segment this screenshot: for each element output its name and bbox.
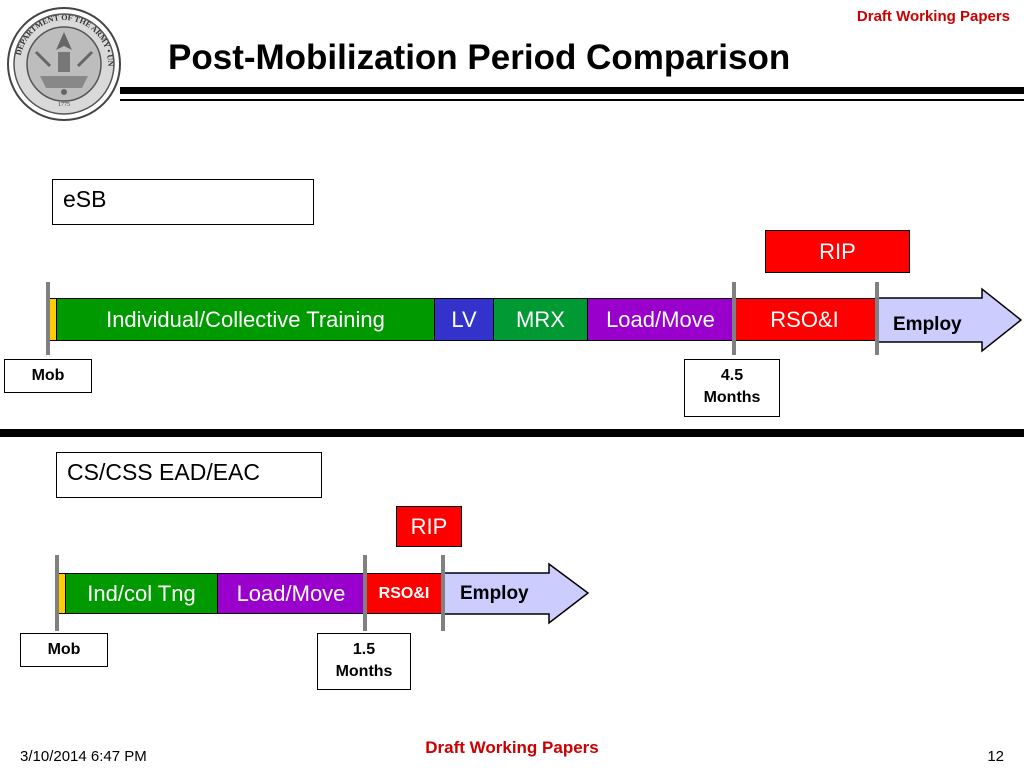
draft-label-top: Draft Working Papers bbox=[856, 8, 1010, 25]
cs-tick-mob bbox=[55, 555, 59, 631]
esb-label-box: eSB bbox=[52, 179, 314, 225]
esb-training-segment: Individual/Collective Training bbox=[57, 298, 434, 341]
cs-mob-label: Mob bbox=[20, 633, 108, 667]
footer-date: 3/10/2014 6:47 PM bbox=[20, 748, 147, 765]
cs-employ-arrow bbox=[443, 562, 590, 625]
page-title: Post-Mobilization Period Comparison bbox=[168, 38, 791, 77]
esb-mob-label: Mob bbox=[4, 359, 92, 393]
cs-tick-milestone bbox=[363, 555, 367, 631]
esb-milestone-label: 4.5 Months bbox=[684, 359, 780, 417]
cs-rsoi-segment: RSO&I bbox=[364, 573, 444, 614]
draft-label-bottom: Draft Working Papers bbox=[425, 738, 599, 757]
page-number: 12 bbox=[987, 748, 1004, 765]
cs-rip-box: RIP bbox=[396, 506, 462, 547]
cs-training-segment: Ind/col Tng bbox=[66, 573, 217, 614]
cs-label-box: CS/CSS EAD/EAC bbox=[56, 452, 322, 498]
army-seal-logo: DEPARTMENT OF THE ARMY • UNITED STATES O… bbox=[6, 6, 121, 121]
esb-tick-employ bbox=[875, 282, 879, 355]
esb-lv-segment: LV bbox=[434, 298, 493, 341]
seal-year: 1775 bbox=[58, 102, 70, 108]
section-divider bbox=[0, 429, 1024, 437]
esb-tick-milestone bbox=[732, 282, 736, 355]
esb-load-move-segment: Load/Move bbox=[587, 298, 733, 341]
cs-milestone-label: 1.5 Months bbox=[317, 633, 411, 690]
header-rule-thin bbox=[120, 99, 1024, 101]
cs-load-move-segment: Load/Move bbox=[217, 573, 364, 614]
esb-rsoi-segment: RSO&I bbox=[733, 298, 876, 341]
esb-employ-arrow bbox=[876, 287, 1023, 353]
esb-employ-label: Employ bbox=[893, 314, 962, 335]
esb-mrx-segment: MRX bbox=[493, 298, 587, 341]
esb-rip-box: RIP bbox=[765, 230, 910, 273]
cs-tick-employ bbox=[441, 555, 445, 631]
header-rule-thick bbox=[120, 87, 1024, 94]
esb-tick-mob bbox=[46, 282, 50, 355]
cs-employ-label: Employ bbox=[460, 583, 529, 604]
